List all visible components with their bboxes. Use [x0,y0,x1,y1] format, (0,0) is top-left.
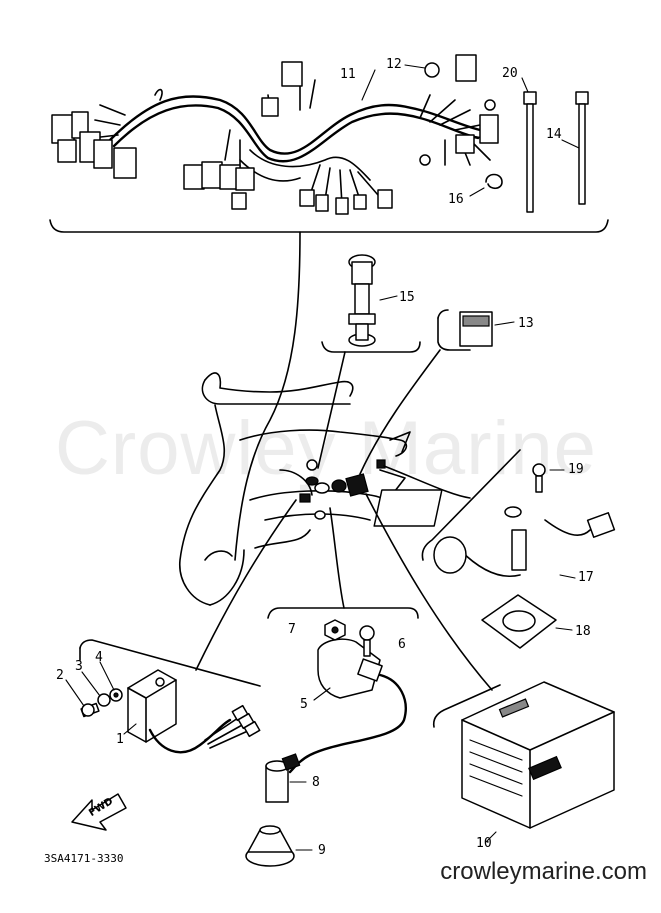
bracket-10 [432,684,501,728]
gasket-18-drawing [481,594,573,649]
part-label-1: 1 [116,732,124,747]
bracket-13 [437,309,449,319]
battery-drawing [461,681,615,843]
part-label-7: 7 [288,622,296,637]
wire-harness-drawing [91,74,496,206]
part-label-20: 20 [502,66,518,81]
top-group-bracket [49,219,609,233]
part-label-10: 10 [476,836,492,851]
part-label-8: 8 [312,775,320,790]
part-label-9: 9 [318,843,326,858]
part-label-4: 4 [95,650,103,665]
part-label-3: 3 [75,659,83,674]
part-label-18: 18 [575,624,591,639]
forward-arrow [71,793,127,831]
part-label-13: 13 [518,316,534,331]
bolt-6-drawing [359,625,375,657]
nut-7-drawing [324,619,346,641]
part-label-16: 16 [448,192,464,207]
main-switch-drawing [348,254,398,347]
cable-tie-20-drawing [521,77,537,213]
diagram-code: 3SA4171-3330 [44,852,124,865]
cable-tie-14-drawing [561,91,589,205]
fuel-gauge-drawing [373,489,616,579]
cdi-unit-drawing [123,669,261,754]
part-label-12: 12 [386,57,402,72]
part-label-15: 15 [399,290,415,305]
harness-leader [234,231,301,561]
harness-connectors [51,54,499,215]
bracket-5-9 [267,607,419,619]
bracket-1-4 [79,639,261,687]
part-label-2: 2 [56,668,64,683]
footer-url: crowleymarine.com [440,858,647,885]
part-label-5: 5 [300,697,308,712]
screw-19-drawing [532,463,565,493]
part-label-14: 14 [546,127,562,142]
part-label-17: 17 [578,570,594,585]
scooter-body-drawing [179,372,411,606]
washers-2-4-drawing [65,661,123,718]
plug-cap-drawing [265,753,307,803]
bracket-15 [321,341,421,353]
watermark: Crowley Marine [55,406,597,491]
bracket-17-19 [421,449,521,561]
clamp-16-drawing [469,173,503,197]
scooter-mounted-parts [299,459,386,520]
part-label-6: 6 [398,637,406,652]
part-label-11: 11 [340,67,356,82]
plug-cover-drawing [245,825,313,867]
relay-drawing [459,311,515,347]
part-label-19: 19 [568,462,584,477]
